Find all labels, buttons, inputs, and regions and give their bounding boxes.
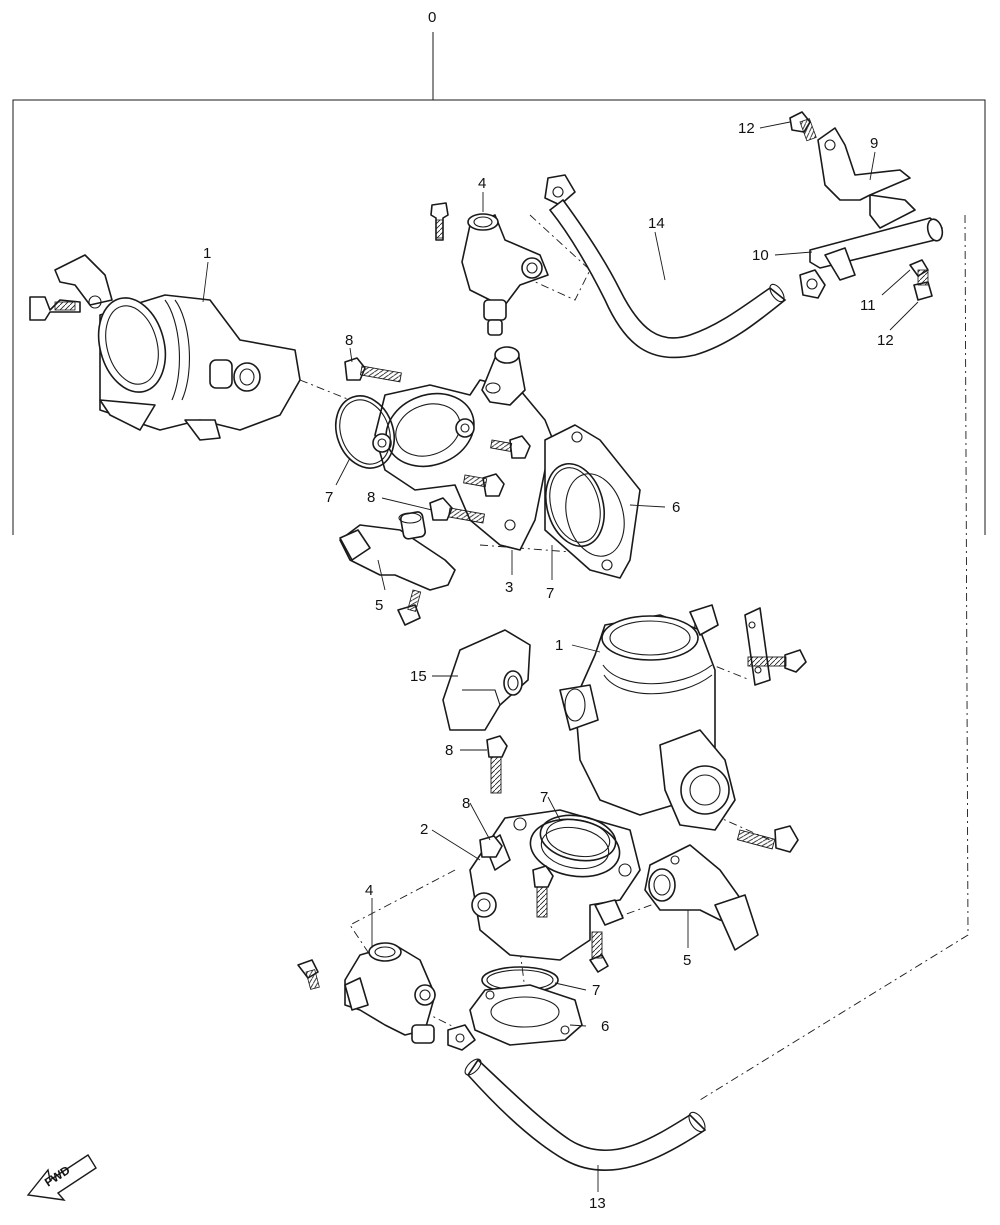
bolt-lower-b	[479, 835, 609, 973]
gasket-upper	[544, 424, 641, 579]
injector-lower	[297, 942, 476, 1051]
callout-4-lower: 4	[365, 882, 373, 899]
bolt-upper-a	[344, 357, 402, 383]
callout-6-lower: 6	[601, 1018, 609, 1035]
throttle-housing-upper	[372, 346, 556, 551]
callout-7-upper-a: 7	[325, 489, 333, 506]
callout-1-upper: 1	[203, 245, 211, 262]
callout-14: 14	[648, 215, 665, 232]
callout-2: 2	[420, 821, 428, 838]
bracket-assembly	[789, 111, 944, 301]
callout-8-lower-a: 8	[445, 742, 453, 759]
callout-7-lower-b: 7	[592, 982, 600, 999]
callout-12-right: 12	[877, 332, 894, 349]
callout-0: 0	[428, 9, 436, 26]
injector-upper	[430, 174, 576, 336]
oring-upper-b	[545, 462, 605, 548]
throttle-housing-lower	[469, 809, 641, 961]
callout-7-lower-a: 7	[540, 789, 548, 806]
callout-3: 3	[505, 579, 513, 596]
throttle-body-lower	[559, 604, 807, 853]
sensor-upper	[339, 511, 456, 626]
gasket-lower	[469, 984, 583, 1046]
oring-lower-a	[539, 814, 617, 862]
hose-upper	[548, 198, 787, 359]
callout-15: 15	[410, 668, 427, 685]
bolt-upper-b	[429, 435, 531, 524]
callout-10: 10	[752, 247, 769, 264]
oring-upper-a	[335, 395, 395, 469]
callout-11: 11	[860, 297, 876, 314]
callout-1-lower: 1	[555, 637, 563, 654]
callout-5-upper: 5	[375, 597, 383, 614]
position-sensor	[442, 629, 531, 731]
leader-lines	[202, 121, 919, 1192]
callout-13: 13	[589, 1195, 606, 1212]
bolt-lower-a	[486, 735, 508, 794]
hose-lower	[464, 1058, 707, 1171]
callout-7-upper-b: 7	[546, 585, 554, 602]
callout-6-upper: 6	[672, 499, 680, 516]
callout-5-lower: 5	[683, 952, 691, 969]
callout-4-upper: 4	[478, 175, 486, 192]
throttle-body-upper	[29, 254, 301, 441]
callout-8-upper-a: 8	[345, 332, 353, 349]
callout-9: 9	[870, 135, 878, 152]
sensor-lower	[644, 844, 759, 951]
callout-labels: 1 4 8 7 8 5 3 7 6 14 12 9 10 11 12 1 15 …	[203, 120, 894, 1212]
callout-8-lower-b: 8	[462, 795, 470, 812]
callout-8-upper-b: 8	[367, 489, 375, 506]
forward-arrow-icon: FWD	[26, 1154, 97, 1201]
callout-12-top: 12	[738, 120, 755, 137]
assembly-frame: 0	[12, 9, 986, 535]
